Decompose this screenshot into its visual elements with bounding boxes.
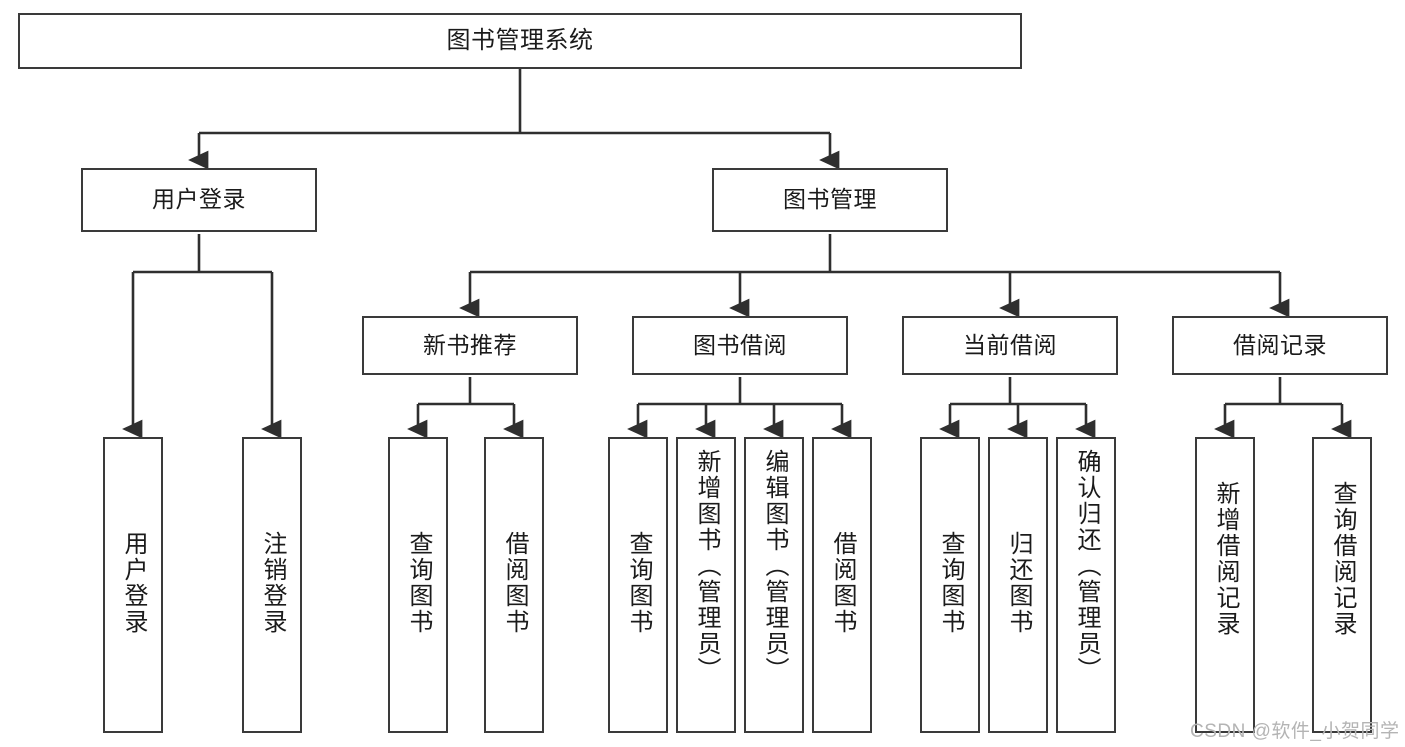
node-label: 图书管理系统 xyxy=(446,26,594,54)
node-label: 用户登录 xyxy=(120,531,147,635)
node-root-book-management-system[interactable]: 图书管理系统 xyxy=(18,13,1022,69)
node-label: 当前借阅 xyxy=(963,331,1057,358)
node-label: 查询图书 xyxy=(625,531,652,635)
node-label: 借阅记录 xyxy=(1233,331,1327,358)
node-leaf-add-record[interactable]: 新增借阅记录 xyxy=(1195,437,1255,733)
node-label: 图书管理 xyxy=(783,186,877,213)
node-book-borrow[interactable]: 图书借阅 xyxy=(632,316,848,375)
node-label: 查询借阅记录 xyxy=(1329,481,1356,637)
node-book-management[interactable]: 图书管理 xyxy=(712,168,948,232)
node-leaf-borrow-book-1[interactable]: 借阅图书 xyxy=(484,437,544,733)
node-current-borrow[interactable]: 当前借阅 xyxy=(902,316,1118,375)
node-label: 新书推荐 xyxy=(423,331,517,358)
node-leaf-return-book[interactable]: 归还图书 xyxy=(988,437,1048,733)
node-label: 注销登录 xyxy=(259,531,286,635)
node-label: 查询图书 xyxy=(937,531,964,635)
node-label: 确认归还（管理员） xyxy=(1073,449,1100,683)
node-leaf-edit-book[interactable]: 编辑图书（管理员） xyxy=(744,437,804,733)
node-leaf-confirm-return[interactable]: 确认归还（管理员） xyxy=(1056,437,1116,733)
node-borrow-record[interactable]: 借阅记录 xyxy=(1172,316,1388,375)
node-leaf-query-record[interactable]: 查询借阅记录 xyxy=(1312,437,1372,733)
node-label: 借阅图书 xyxy=(829,531,856,635)
node-new-book-recommend[interactable]: 新书推荐 xyxy=(362,316,578,375)
node-leaf-add-book[interactable]: 新增图书（管理员） xyxy=(676,437,736,733)
node-label: 新增图书（管理员） xyxy=(693,449,720,683)
node-leaf-logout-login[interactable]: 注销登录 xyxy=(242,437,302,733)
node-user-login[interactable]: 用户登录 xyxy=(81,168,317,232)
node-label: 借阅图书 xyxy=(501,531,528,635)
watermark-text: CSDN @软件_小贺同学 xyxy=(1190,721,1400,742)
node-label: 归还图书 xyxy=(1005,531,1032,635)
node-label: 用户登录 xyxy=(152,186,246,213)
node-label: 查询图书 xyxy=(405,531,432,635)
node-leaf-user-login[interactable]: 用户登录 xyxy=(103,437,163,733)
node-label: 编辑图书（管理员） xyxy=(761,449,788,683)
node-leaf-borrow-book-2[interactable]: 借阅图书 xyxy=(812,437,872,733)
node-label: 图书借阅 xyxy=(693,331,787,358)
node-label: 新增借阅记录 xyxy=(1212,481,1239,637)
node-leaf-query-book-2[interactable]: 查询图书 xyxy=(608,437,668,733)
node-leaf-query-book-3[interactable]: 查询图书 xyxy=(920,437,980,733)
node-leaf-query-book-1[interactable]: 查询图书 xyxy=(388,437,448,733)
